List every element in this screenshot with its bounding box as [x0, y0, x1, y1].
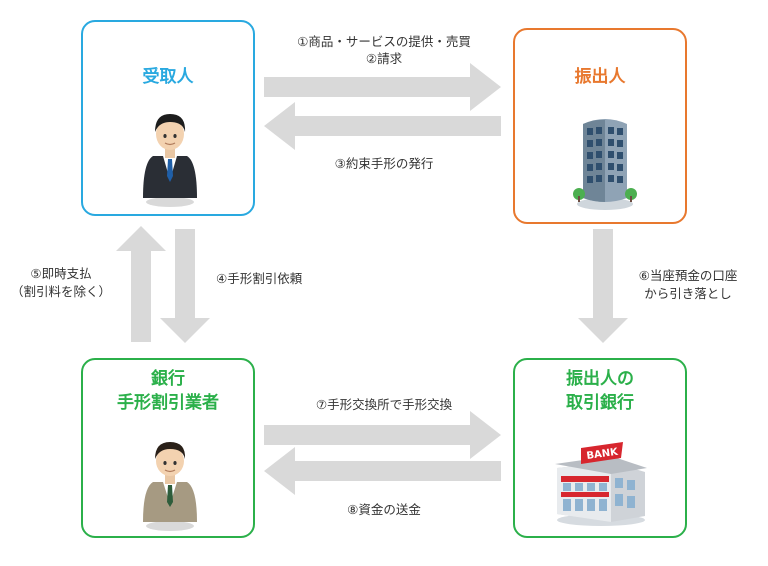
drawer-bank-title-line1: 振出人の [566, 369, 634, 389]
bank-sign-text: BANK [586, 447, 620, 462]
bank-building-icon: BANK [555, 442, 647, 526]
office-building-icon [573, 119, 637, 210]
arrow-drawer-to-recipient [264, 102, 501, 150]
bank-title-line2: 手形割引業者 [117, 393, 219, 413]
arrow-bank-to-drawer-bank [264, 411, 501, 459]
step-1-label: ①商品・サービスの提供・売買 [297, 34, 471, 49]
bank-title-line1: 銀行 [151, 369, 185, 389]
step-8-label: ⑧資金の送金 [347, 502, 421, 517]
step-3-label: ③約束手形の発行 [334, 156, 434, 171]
arrow-drawer-bank-to-bank [264, 447, 501, 495]
businessman-grey-suit-icon [143, 442, 197, 531]
drawer-title: 振出人 [574, 67, 626, 87]
arrow-recipient-to-drawer [264, 63, 501, 111]
step-7-label: ⑦手形交換所で手形交換 [315, 397, 453, 412]
arrow-bank-to-recipient [116, 226, 166, 342]
drawer-box: 振出人 [513, 28, 687, 224]
drawer-bank-title-line2: 取引銀行 [566, 393, 634, 413]
step-6-label-line2: から引き落とし [644, 286, 732, 301]
drawer-bank-box: 振出人の 取引銀行 BANK [513, 358, 687, 538]
recipient-title: 受取人 [142, 67, 194, 87]
bank-discounter-box: 銀行 手形割引業者 [81, 358, 255, 538]
arrow-drawer-to-drawer-bank [578, 229, 628, 343]
step-2-label: ②請求 [365, 51, 403, 66]
businessman-dark-suit-icon [143, 114, 197, 207]
arrow-recipient-to-bank [160, 229, 210, 343]
step-5-label-line2: （割引料を除く） [10, 284, 111, 299]
step-6-label-line1: ⑥当座預金の口座 [638, 268, 738, 283]
step-5-label-line1: ⑤即時支払 [30, 266, 92, 281]
recipient-box: 受取人 [81, 20, 255, 216]
step-4-label: ④手形割引依頼 [216, 271, 303, 286]
